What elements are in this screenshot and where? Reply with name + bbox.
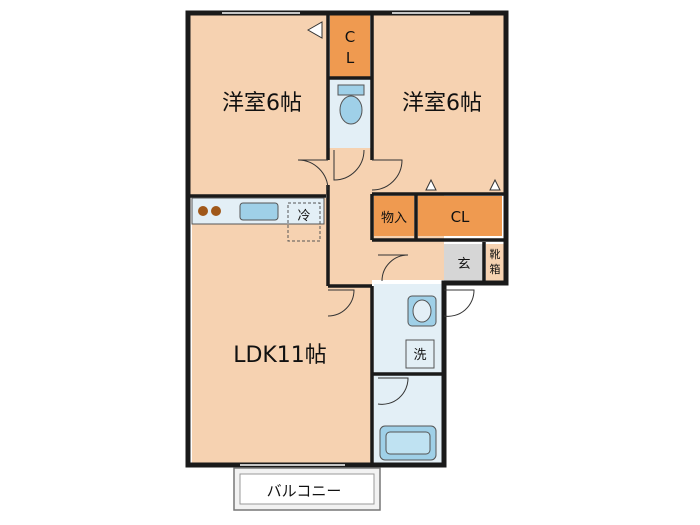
inner-walls (188, 13, 506, 465)
storage-floor (374, 196, 414, 236)
closet-top-label-c: C (345, 28, 355, 46)
western-room-left-label: 洋室6帖 (222, 91, 302, 116)
bathtub-inner (385, 431, 431, 455)
washer-label: 洗 (413, 348, 426, 363)
closet-right-label: CL (451, 208, 470, 226)
western-room-left-floor (190, 15, 328, 195)
refrigerator-space (287, 202, 321, 242)
stove-burner-right (211, 206, 221, 216)
storage-label: 物入 (381, 211, 407, 226)
shoe-box-label-bottom: 箱 (490, 262, 501, 276)
closet-top-floor (330, 15, 370, 77)
window-marks (222, 12, 470, 466)
closet-top-label-l: L (346, 49, 355, 67)
closet-right-floor (418, 196, 502, 236)
ldk-label: LDK11帖 (233, 343, 327, 368)
entrance-floor (444, 244, 484, 282)
balcony-label: バルコニー (267, 482, 342, 500)
shoe-box-floor (486, 244, 504, 282)
stove-burner-left (198, 206, 208, 216)
balcony-inner (239, 473, 375, 505)
washer-space (405, 339, 435, 369)
kitchen-sink (239, 202, 279, 221)
refrigerator-label: 冷 (297, 209, 310, 224)
sliding-door-marks (306, 21, 501, 191)
western-room-right-label: 洋室6帖 (402, 91, 482, 116)
door-swings (297, 149, 475, 405)
shoe-box-label-top: 靴 (490, 247, 501, 261)
toilet-fixture (337, 84, 365, 125)
entrance-label: 玄 (457, 257, 470, 272)
washbasin (407, 295, 437, 327)
